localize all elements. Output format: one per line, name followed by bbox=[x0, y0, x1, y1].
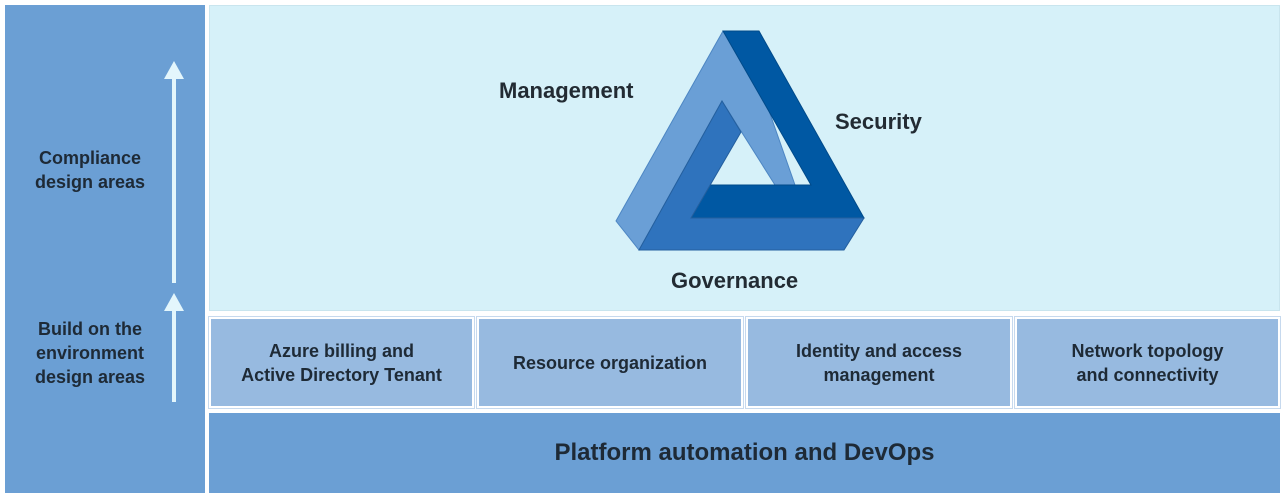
up-arrows bbox=[164, 61, 184, 402]
lower-arrowhead-icon bbox=[164, 293, 184, 311]
build-line-1: Build on the bbox=[38, 319, 142, 339]
governance-label: Governance bbox=[671, 268, 799, 293]
azure-billing-box: Azure billing and Active Directory Tenan… bbox=[208, 316, 475, 409]
compliance-line-2: design areas bbox=[34, 172, 146, 192]
platform-automation-label: Platform automation and DevOps bbox=[554, 439, 935, 466]
resource-organization-line-1: Resource organization bbox=[512, 352, 708, 373]
triangle-bottom-bar bbox=[638, 100, 865, 251]
management-label: Management bbox=[499, 78, 634, 103]
upper-arrowhead-icon bbox=[164, 61, 184, 79]
network-topology-box: Network topology and connectivity bbox=[1014, 316, 1281, 409]
compliance-design-areas-label: Compliance design areas bbox=[5, 146, 175, 194]
azure-billing-line-2: Active Directory Tenant bbox=[241, 364, 442, 385]
network-topology-line-2: and connectivity bbox=[1076, 364, 1219, 385]
resource-organization-box: Resource organization bbox=[476, 316, 744, 409]
security-label: Security bbox=[835, 109, 922, 134]
build-on-environment-label: Build on the environment design areas bbox=[5, 317, 175, 389]
compliance-area-panel: Management Security Governance bbox=[209, 5, 1280, 311]
identity-access-line-1: Identity and access bbox=[795, 340, 963, 361]
left-column: Compliance design areas Build on the env… bbox=[5, 5, 205, 493]
azure-billing-line-1: Azure billing and bbox=[268, 340, 414, 361]
identity-access-line-2: management bbox=[823, 364, 935, 385]
compliance-line-1: Compliance bbox=[38, 148, 142, 168]
penrose-triangle-icon bbox=[615, 30, 865, 251]
build-line-3: design areas bbox=[34, 367, 146, 387]
identity-access-box: Identity and access management bbox=[745, 316, 1013, 409]
platform-automation-bar: Platform automation and DevOps bbox=[209, 413, 1280, 493]
build-line-2: environment bbox=[35, 343, 145, 363]
network-topology-line-1: Network topology bbox=[1071, 340, 1224, 361]
